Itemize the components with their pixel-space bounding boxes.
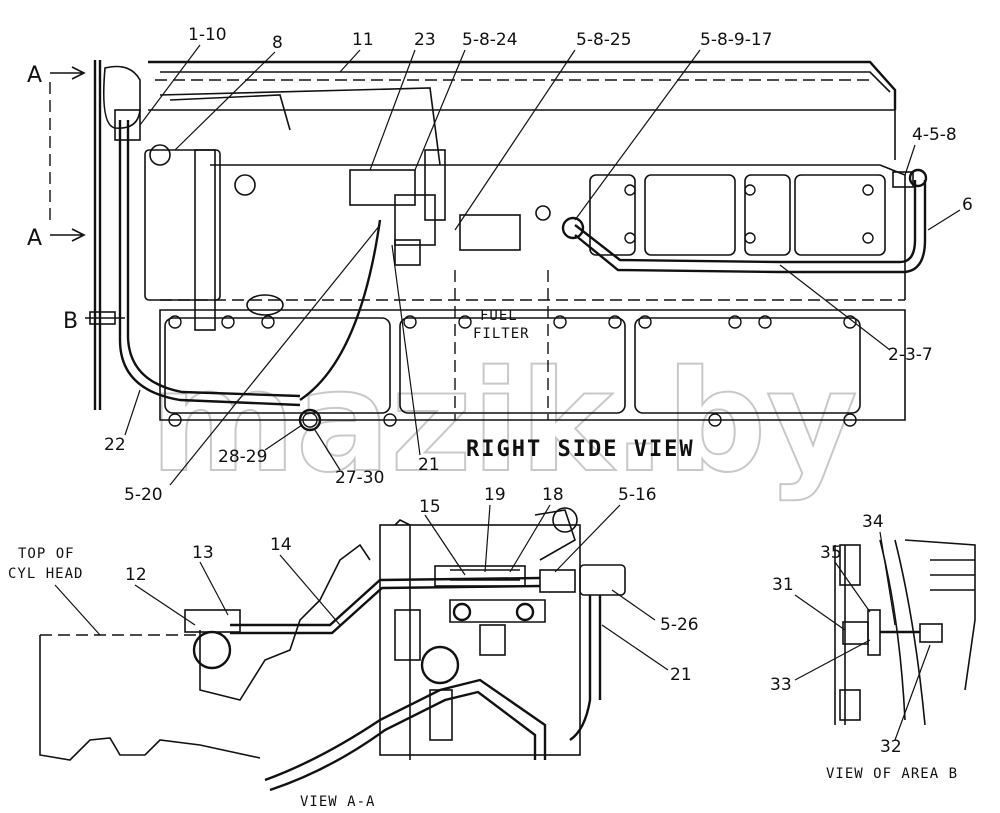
callout-6: 6 — [962, 195, 973, 215]
section-markers: A A B — [27, 63, 125, 334]
callouts-view-area-b: 34 35 31 33 32 — [770, 512, 931, 757]
callout-8: 8 — [272, 33, 283, 53]
callouts-view-aa: 15 19 18 5-16 14 13 12 5-26 21 — [125, 485, 699, 685]
callout-19: 19 — [484, 485, 506, 505]
callout-21-bottom: 21 — [670, 665, 692, 685]
callout-33: 33 — [770, 675, 792, 695]
callout-18: 18 — [542, 485, 564, 505]
view-area-b-drawing — [834, 539, 976, 726]
top-of-cyl-head-line-2: CYL HEAD — [8, 566, 83, 582]
callout-35: 35 — [820, 543, 842, 563]
callout-5-26: 5-26 — [660, 615, 699, 635]
callout-5-8-24: 5-8-24 — [462, 30, 518, 50]
callout-21-top: 21 — [418, 455, 440, 475]
callout-28-29: 28-29 — [218, 447, 267, 467]
section-marker-a-bottom: A — [27, 226, 42, 251]
callout-1-10: 1-10 — [188, 25, 227, 45]
section-marker-b: B — [63, 309, 78, 334]
callout-15: 15 — [419, 497, 441, 517]
fuel-filter-label: FUEL FILTER — [473, 308, 530, 342]
callout-12: 12 — [125, 565, 147, 585]
callout-11: 11 — [352, 30, 374, 50]
view-aa-drawing — [39, 507, 626, 792]
callout-27-30: 27-30 — [335, 468, 384, 488]
callout-31: 31 — [772, 575, 794, 595]
top-of-cyl-head-label: TOP OF CYL HEAD — [8, 546, 101, 636]
top-of-cyl-head-line-1: TOP OF — [18, 546, 75, 562]
watermark: mazik.by — [150, 341, 858, 504]
view-aa-caption: VIEW A-A — [300, 794, 375, 810]
callout-34: 34 — [862, 512, 884, 532]
view-area-b-caption: VIEW OF AREA B — [826, 766, 958, 782]
fuel-filter-line-1: FUEL — [480, 308, 518, 324]
callout-5-20: 5-20 — [124, 485, 163, 505]
callout-32: 32 — [880, 737, 902, 757]
fuel-filter-line-2: FILTER — [473, 326, 530, 342]
callout-13: 13 — [192, 543, 214, 563]
callout-4-5-8: 4-5-8 — [912, 125, 957, 145]
callout-22: 22 — [104, 435, 126, 455]
callout-5-8-25: 5-8-25 — [576, 30, 632, 50]
callout-5-16: 5-16 — [618, 485, 657, 505]
section-marker-a-top: A — [27, 63, 42, 88]
callout-2-3-7: 2-3-7 — [888, 345, 933, 365]
right-side-view-caption: RIGHT SIDE VIEW — [466, 437, 695, 462]
callout-14: 14 — [270, 535, 292, 555]
callout-5-8-9-17: 5-8-9-17 — [700, 30, 772, 50]
callout-23: 23 — [414, 30, 436, 50]
right-side-view-drawing — [89, 60, 928, 432]
callouts-right-side-view: 1-10 8 11 23 5-8-24 5-8-25 5-8-9-17 4-5-… — [104, 25, 973, 505]
